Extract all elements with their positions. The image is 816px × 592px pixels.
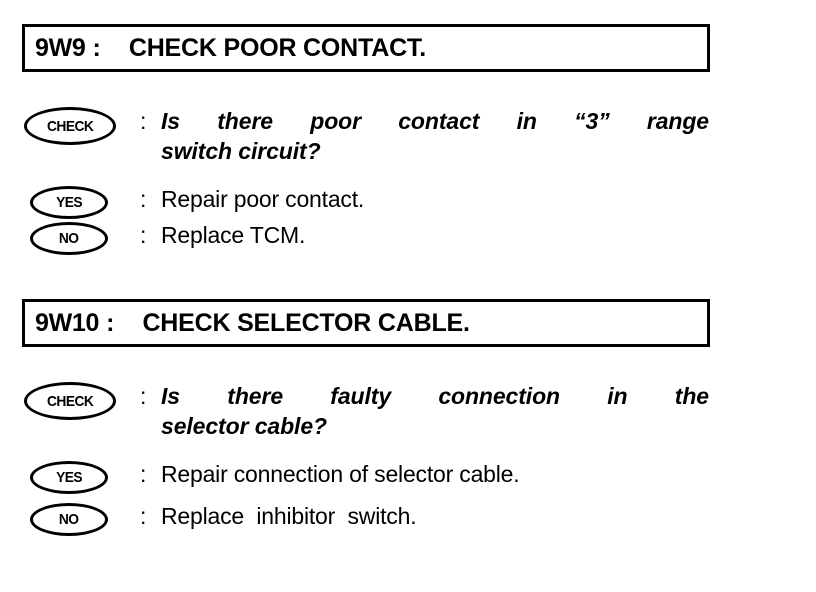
section-separator: :	[92, 33, 101, 62]
no-badge-cell: NO	[22, 220, 140, 255]
check-badge-cell: CHECK	[22, 381, 140, 420]
check-question-line-2: switch circuit?	[161, 138, 321, 164]
no-answer-cell: Replace TCM.	[161, 220, 712, 250]
no-separator: :	[140, 222, 147, 248]
yes-answer: Repair poor contact.	[161, 186, 365, 212]
check-question: Is there faulty connection in the select…	[161, 381, 709, 441]
check-badge: CHECK	[24, 107, 116, 145]
section-title: CHECK POOR CONTACT.	[128, 33, 426, 62]
yes-badge: YES	[30, 186, 108, 219]
no-badge-label: NO	[59, 230, 79, 247]
no-separator: :	[140, 503, 147, 529]
no-badge: NO	[30, 503, 108, 536]
yes-badge-cell: YES	[22, 459, 140, 494]
no-answer-cell: Replace inhibitor switch.	[161, 501, 712, 531]
yes-badge: YES	[30, 461, 108, 494]
check-question-cell: Is there poor contact in “3” range switc…	[161, 106, 712, 166]
yes-separator: :	[140, 186, 147, 212]
no-row-9w10: NO : Replace inhibitor switch.	[22, 501, 712, 536]
check-question-line-1: Is there faulty connection in the	[161, 383, 709, 409]
yes-badge-cell: YES	[22, 184, 140, 219]
no-badge-label: NO	[59, 511, 79, 528]
no-badge: NO	[30, 222, 108, 255]
check-question-line-2: selector cable?	[161, 413, 327, 439]
yes-badge-label: YES	[56, 194, 83, 211]
section-code: 9W10	[35, 308, 100, 337]
yes-answer-cell: Repair connection of selector cable.	[161, 459, 712, 489]
no-row-9w9: NO : Replace TCM.	[22, 220, 712, 255]
section-header-box-9w9: 9W9 : CHECK POOR CONTACT.	[22, 24, 710, 72]
yes-separator: :	[140, 461, 147, 487]
check-row-9w10: CHECK : Is there faulty connection in th…	[22, 381, 712, 441]
check-badge-cell: CHECK	[22, 106, 140, 145]
check-separator: :	[140, 383, 147, 409]
check-badge-label: CHECK	[46, 392, 94, 410]
check-question-line-1: Is there poor contact in “3” range	[161, 108, 709, 134]
section-separator: :	[106, 308, 115, 337]
check-separator: :	[140, 108, 147, 134]
section-code: 9W9	[35, 33, 86, 62]
yes-row-9w9: YES : Repair poor contact.	[22, 184, 712, 219]
check-question-cell: Is there faulty connection in the select…	[161, 381, 712, 441]
check-question: Is there poor contact in “3” range switc…	[161, 106, 709, 166]
yes-row-9w10: YES : Repair connection of selector cabl…	[22, 459, 712, 494]
yes-answer-cell: Repair poor contact.	[161, 184, 712, 214]
section-header-inner: 9W10 : CHECK SELECTOR CABLE.	[25, 309, 470, 338]
check-badge-label: CHECK	[46, 117, 94, 135]
yes-badge-label: YES	[56, 469, 83, 486]
section-header-inner: 9W9 : CHECK POOR CONTACT.	[25, 34, 426, 63]
check-badge: CHECK	[24, 382, 116, 420]
section-title: CHECK SELECTOR CABLE.	[142, 308, 470, 337]
yes-answer: Repair connection of selector cable.	[161, 461, 520, 487]
no-answer: Replace TCM.	[161, 222, 306, 248]
check-row-9w9: CHECK : Is there poor contact in “3” ran…	[22, 106, 712, 166]
no-answer: Replace inhibitor switch.	[161, 503, 417, 529]
no-badge-cell: NO	[22, 501, 140, 536]
section-header-box-9w10: 9W10 : CHECK SELECTOR CABLE.	[22, 299, 710, 347]
